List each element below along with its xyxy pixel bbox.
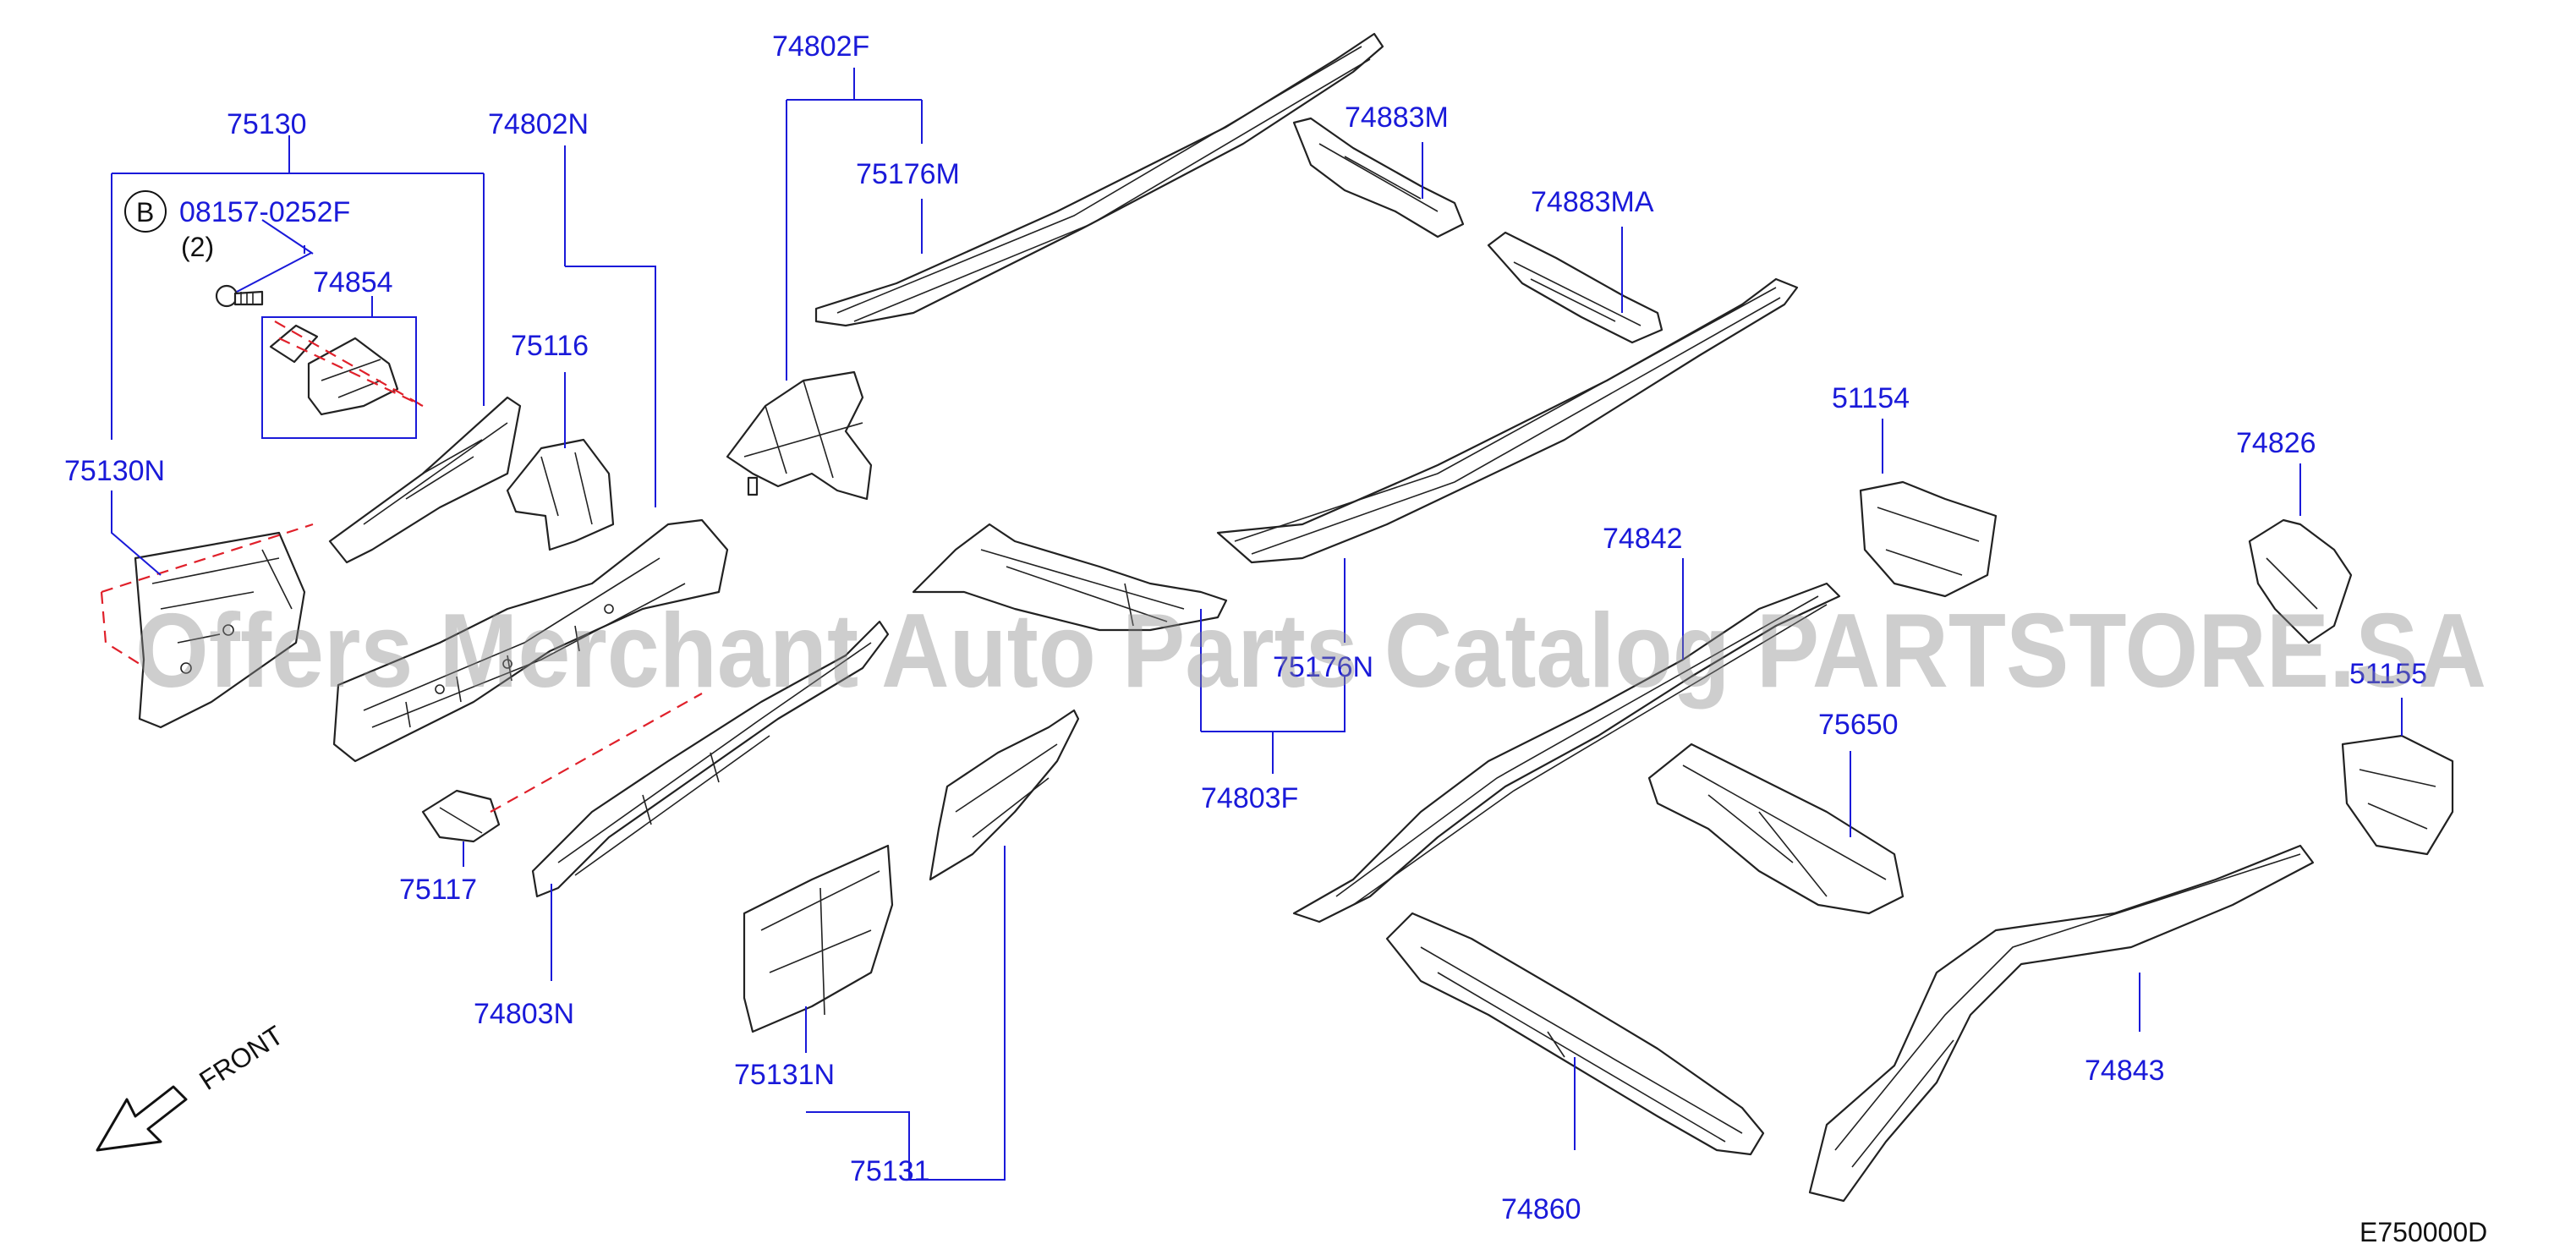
part-74843[interactable] <box>1808 844 2315 1203</box>
label-74803F[interactable]: 74803F <box>1201 782 1298 814</box>
label-75116[interactable]: 75116 <box>511 330 589 362</box>
alignment-dashes <box>100 321 703 813</box>
diagram-code: E750000D <box>2360 1217 2487 1247</box>
label-74854[interactable]: 74854 <box>313 266 393 299</box>
label-75131[interactable]: 75131 <box>850 1155 930 1187</box>
part-74802N[interactable] <box>332 518 729 763</box>
part-75176N[interactable] <box>1216 277 1799 564</box>
label-75650[interactable]: 75650 <box>1818 709 1899 741</box>
label-74826[interactable]: 74826 <box>2236 427 2316 459</box>
part-75650[interactable] <box>1647 743 1905 915</box>
front-label: FRONT <box>194 1020 288 1096</box>
part-labels: 75130 74802N 74802F 75176M 74883M 74883M… <box>64 30 2427 1225</box>
part-75117[interactable] <box>421 789 501 843</box>
label-74802N[interactable]: 74802N <box>488 108 589 140</box>
part-75116[interactable] <box>506 438 615 551</box>
part-51155[interactable] <box>2341 734 2454 856</box>
label-51155[interactable]: 51155 <box>2349 658 2427 690</box>
label-74860[interactable]: 74860 <box>1501 1193 1581 1225</box>
watermark-text: Offers Merchant Auto Parts Catalog PARTS… <box>135 593 2486 710</box>
leader-lines <box>111 68 2403 1181</box>
label-75130[interactable]: 75130 <box>227 108 307 140</box>
label-74883MA[interactable]: 74883MA <box>1531 186 1654 218</box>
part-75130[interactable] <box>328 396 522 564</box>
label-74802F[interactable]: 74802F <box>772 30 869 63</box>
part-75131N[interactable] <box>743 844 894 1033</box>
label-74843[interactable]: 74843 <box>2085 1055 2165 1087</box>
label-quantity: (2) <box>181 232 214 262</box>
part-51154[interactable] <box>1859 480 1998 598</box>
part-74842[interactable] <box>1292 582 1841 923</box>
front-indicator: FRONT <box>96 1020 288 1152</box>
label-75176N[interactable]: 75176N <box>1273 651 1373 683</box>
part-74826[interactable] <box>2248 518 2353 644</box>
label-74803N[interactable]: 74803N <box>474 998 574 1030</box>
front-arrow-icon <box>96 1085 188 1152</box>
part-75176N-lower[interactable] <box>912 523 1228 632</box>
label-74842[interactable]: 74842 <box>1603 523 1683 555</box>
label-75130N[interactable]: 75130N <box>64 455 165 487</box>
label-75117[interactable]: 75117 <box>399 874 477 906</box>
part-74883M[interactable] <box>1292 117 1465 238</box>
part-75176M[interactable] <box>814 32 1384 327</box>
part-75130N[interactable] <box>134 531 306 729</box>
bolt-08157-0252F[interactable] <box>215 284 264 308</box>
label-74883M[interactable]: 74883M <box>1345 101 1449 134</box>
part-74854[interactable] <box>269 324 399 416</box>
label-51154[interactable]: 51154 <box>1832 382 1910 414</box>
part-74803N[interactable] <box>531 620 890 898</box>
label-75131N[interactable]: 75131N <box>734 1059 835 1091</box>
part-74802F[interactable] <box>726 370 873 501</box>
bolt-ref-circle <box>124 190 167 233</box>
part-75131[interactable] <box>929 709 1080 881</box>
label-08157-0252F[interactable]: 08157-0252F <box>179 196 350 228</box>
bolt-ref-letter: B <box>136 197 154 227</box>
label-75176M[interactable]: 75176M <box>856 158 960 190</box>
part-74883MA[interactable] <box>1487 231 1663 344</box>
part-74860[interactable] <box>1385 912 1765 1156</box>
